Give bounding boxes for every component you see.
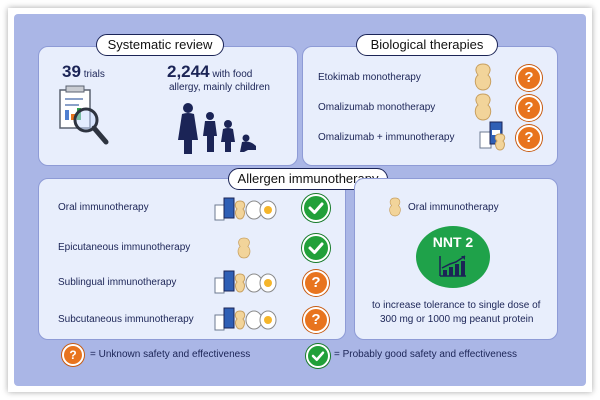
trials-stat: 39 trials: [62, 62, 105, 82]
unknown-status-icon: ?: [516, 125, 542, 151]
immunotherapy-item-label: Epicutaneous immunotherapy: [58, 242, 191, 253]
unknown-status-icon: ?: [516, 95, 542, 121]
bio-item-label: Etokimab monotherapy: [318, 72, 421, 83]
nnt-heading: Oral immunotherapy: [408, 202, 499, 213]
legend-unknown-label: = Unknown safety and effectiveness: [90, 349, 251, 360]
immunotherapy-item-label: Oral immunotherapy: [58, 202, 149, 213]
trials-count: 39: [62, 62, 81, 81]
unknown-status-icon: ?: [303, 307, 329, 333]
immunotherapy-item-label: Subcutaneous immunotherapy: [58, 314, 194, 325]
legend-unknown-icon: ?: [62, 344, 84, 366]
peanut-icon: [474, 63, 492, 91]
nnt-caption-1: to increase tolerance to single dose of: [372, 300, 541, 311]
immunotherapy-item-label: Sublingual immunotherapy: [58, 277, 177, 288]
family-silhouette-icon: [178, 103, 256, 154]
peanut-icon: [474, 93, 492, 121]
food-group-icon: [214, 270, 277, 294]
nnt-caption-2: 300 mg or 1000 mg peanut protein: [380, 314, 534, 325]
bio-item-label: Omalizumab monotherapy: [318, 102, 436, 113]
peanut-icon: [389, 197, 401, 217]
systematic-review-title: Systematic review: [96, 34, 224, 56]
unknown-status-icon: ?: [516, 65, 542, 91]
nnt-circle: [416, 226, 490, 288]
biological-therapies-title: Biological therapies: [356, 34, 498, 56]
participants-label-1: with food: [212, 69, 253, 80]
allergen-immunotherapy-panel: [38, 178, 346, 340]
unknown-status-icon: ?: [303, 270, 329, 296]
checkmark-icon: [302, 234, 330, 262]
food-group-icon: [214, 307, 277, 331]
participants-stat: 2,244 with food: [167, 62, 252, 82]
food-group-icon: [214, 197, 277, 221]
biological-therapies-panel: [302, 46, 558, 166]
participants-count: 2,244: [167, 62, 210, 81]
nnt-label: NNT 2: [432, 234, 474, 250]
participants-label-2: allergy, mainly children: [169, 82, 270, 93]
magnifier-document-icon: [59, 85, 109, 145]
allergen-immunotherapy-title: Allergen immunotherapy: [228, 168, 388, 190]
peanut-icon: [237, 237, 251, 259]
growth-chart-icon: [439, 255, 466, 277]
legend-good-icon: [306, 344, 330, 368]
legend-good-label: = Probably good safety and effectiveness: [334, 349, 517, 360]
checkmark-icon: [302, 194, 330, 222]
bio-item-label: Omalizumab + immunotherapy: [318, 132, 455, 143]
milk-peanut-icon: [479, 121, 506, 151]
trials-label: trials: [83, 69, 105, 80]
